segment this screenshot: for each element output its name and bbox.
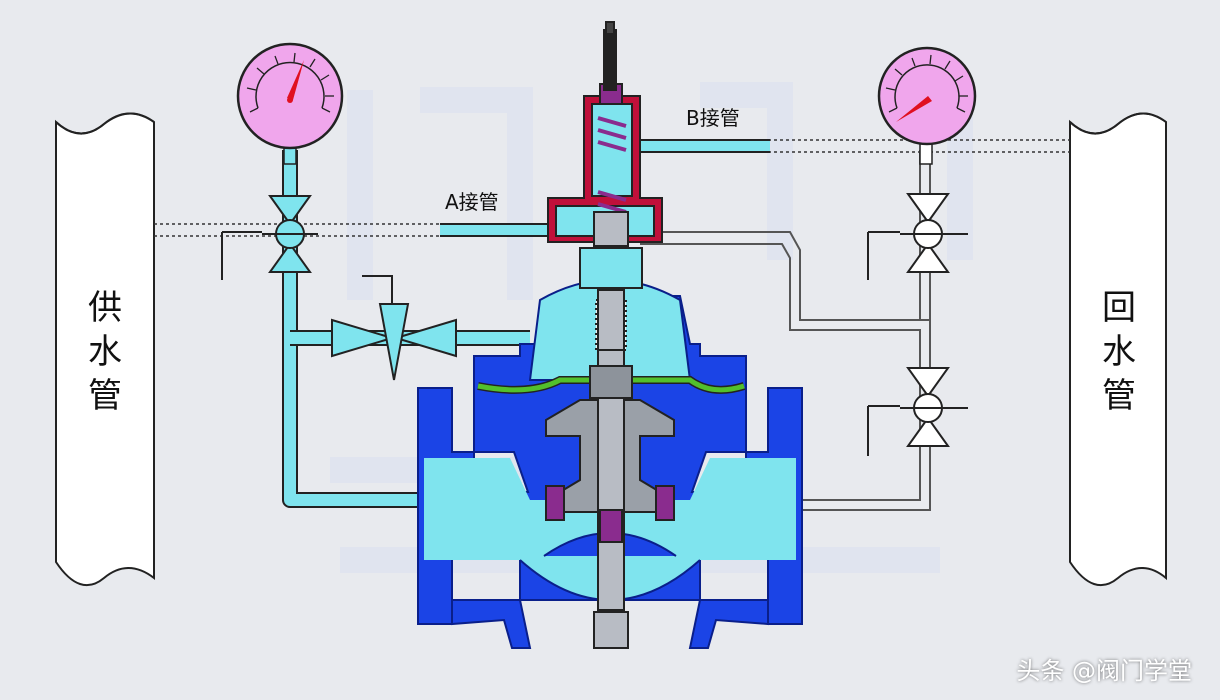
- supply-pipe: [55, 112, 155, 587]
- return-pipe-char-1: 回: [1102, 288, 1136, 328]
- diaphragm: [477, 376, 746, 394]
- return-pipe-char-2: 水: [1102, 332, 1136, 372]
- supply-pipe-char-2: 水: [88, 332, 122, 372]
- right-ball-valve-lower: [867, 367, 968, 456]
- return-pipe-char-3: 管: [1102, 376, 1136, 416]
- return-pipe: [1069, 112, 1167, 587]
- right-pressure-gauge: [877, 46, 977, 165]
- left-ball-valve: [221, 195, 318, 280]
- pipe-b-label: B接管: [686, 106, 740, 130]
- return-pipe-label: 回 水 管: [1097, 286, 1141, 418]
- watermark-credit: 头条 @阀门学堂: [1016, 657, 1192, 685]
- supply-pipe-char-3: 管: [88, 376, 122, 416]
- pipe-a-label: A接管: [445, 190, 499, 214]
- pilot-valve: [547, 21, 663, 351]
- supply-pipe-char-1: 供: [88, 288, 122, 328]
- supply-pipe-label: 供 水 管: [83, 286, 127, 418]
- needle-valve: [331, 275, 457, 381]
- right-ball-valve-upper: [867, 193, 968, 280]
- left-pressure-gauge: [236, 42, 344, 165]
